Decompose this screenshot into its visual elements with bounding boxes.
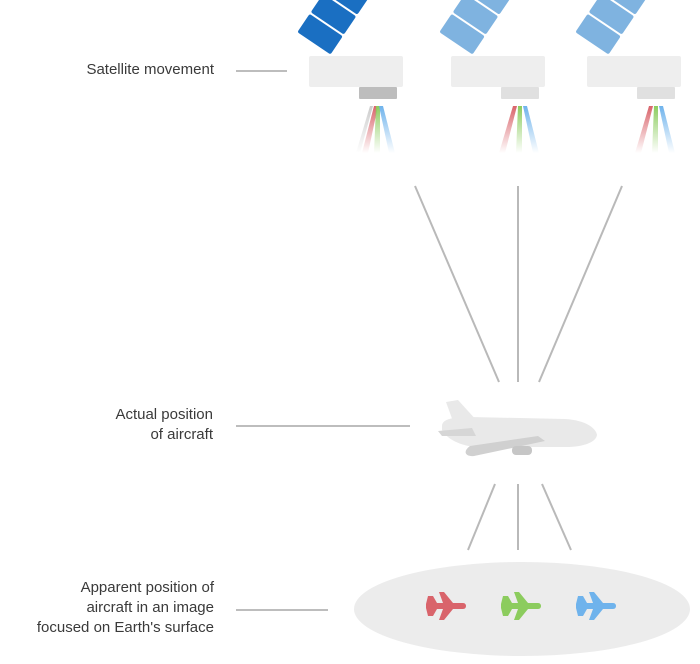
apparent-position-label: Apparent position of aircraft in an imag… — [36, 579, 214, 636]
airplane-icon-green — [501, 592, 541, 620]
airplane-icon-actual — [438, 400, 597, 457]
sight-lines-lower — [467, 483, 572, 551]
airplane-icon-blue — [576, 592, 616, 620]
satellite-icon-right — [576, 0, 681, 153]
sight-lines-upper — [414, 185, 623, 383]
actual-position-label: Actual position of aircraft — [115, 406, 213, 443]
satellite-icon-middle — [440, 0, 545, 153]
satellite-movement-label: Satellite movement — [86, 61, 214, 78]
airplane-icon-red — [426, 592, 466, 620]
satellite-icon-current — [298, 0, 403, 153]
